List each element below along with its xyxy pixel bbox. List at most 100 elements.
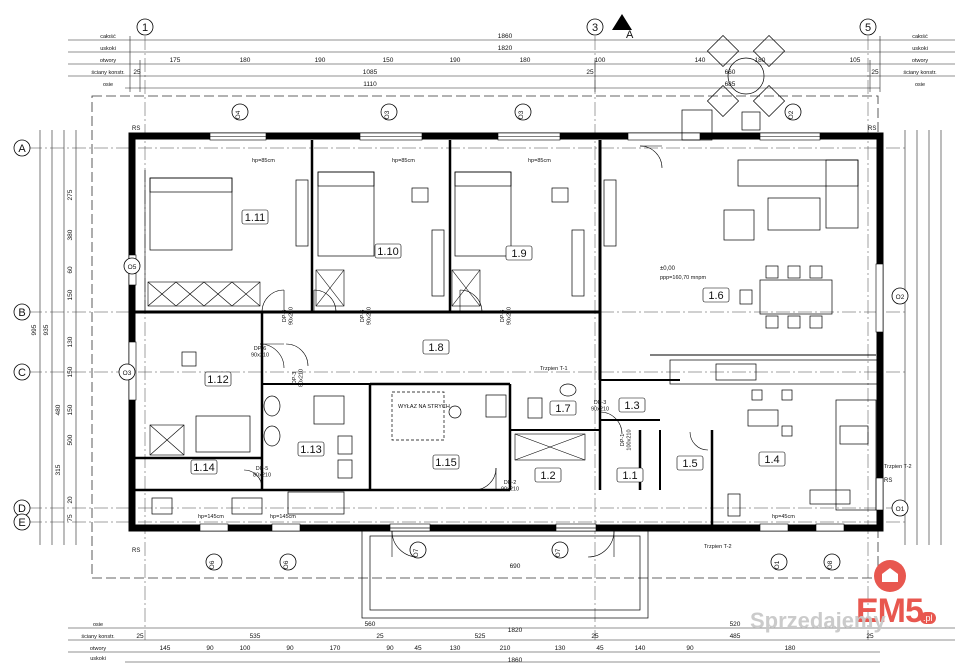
axis-bubble-circle xyxy=(551,541,569,559)
level-mark: ±0,00 xyxy=(660,266,676,272)
axis-bubble-circle xyxy=(514,103,532,121)
dimension-text: 45 xyxy=(414,645,422,652)
axis-letter: B xyxy=(18,307,25,319)
dimension-text: 140 xyxy=(635,645,646,652)
dimension-text: 480 xyxy=(55,404,62,415)
room-number: 1.10 xyxy=(377,246,398,258)
room-number: 1.11 xyxy=(245,212,266,224)
room-label-box xyxy=(549,400,577,416)
axis-letter: C xyxy=(18,367,26,379)
door-mark: DP-690x210 xyxy=(360,307,373,325)
dimension-text: 150 xyxy=(383,57,394,64)
axis-bubble-circle xyxy=(770,553,788,571)
margin-label: otwory xyxy=(90,646,106,652)
margin-label: ściany konstr. xyxy=(81,634,115,640)
dimension-text: 105 xyxy=(850,57,861,64)
dimension-text: 315 xyxy=(55,464,62,475)
dimension-text: 995 xyxy=(31,324,38,335)
rs-mark: RS xyxy=(132,548,140,554)
margin-label: ściany konstr. xyxy=(91,70,125,76)
room-number: 1.1 xyxy=(622,470,637,482)
dimension-text: 1085 xyxy=(363,69,378,76)
margin-label: osie xyxy=(915,82,925,88)
window-mark: O4 xyxy=(235,110,242,119)
margin-label: otwory xyxy=(100,58,116,64)
dimension-text: 380 xyxy=(67,229,74,240)
axis-letter: E xyxy=(18,517,25,529)
dimension-text: 190 xyxy=(315,57,326,64)
room-label-box xyxy=(204,371,232,387)
axis-bubble-circle xyxy=(123,257,141,275)
window-mark: O7 xyxy=(413,548,420,557)
axis-bubble-circle xyxy=(823,553,841,571)
interior-walls xyxy=(132,140,876,528)
dimension-text: 140 xyxy=(695,57,706,64)
dimension-text: 500 xyxy=(67,434,74,445)
axis-bubble-circle xyxy=(205,553,223,571)
rs-mark: RS xyxy=(132,126,140,132)
room-label-box xyxy=(422,339,450,355)
door-mark: DP-690x210 xyxy=(282,307,295,325)
furniture xyxy=(149,159,879,517)
margin-label: uskoki xyxy=(912,46,928,52)
axis-bubble-circle xyxy=(859,18,877,36)
window-mark: O1 xyxy=(896,506,905,513)
dimension-text: 935 xyxy=(43,324,50,335)
dimension-text: 170 xyxy=(330,645,341,652)
window-mark: O7 xyxy=(555,548,562,557)
dimension-text: 60 xyxy=(67,266,74,274)
margin-label: uskoki xyxy=(100,46,116,52)
sill-height-note: hp=145cm xyxy=(270,514,296,520)
room-label-box xyxy=(374,243,402,259)
axis-bubble-circle xyxy=(380,103,398,121)
dimension-text: 525 xyxy=(475,633,486,640)
dimension-text: 275 xyxy=(67,189,74,200)
dimension-text: 485 xyxy=(730,633,741,640)
dimension-text: 75 xyxy=(67,514,74,522)
window-mark: O3 xyxy=(123,370,132,377)
dimension-text: 535 xyxy=(250,633,261,640)
annotations: ±0,00 ppp=160,70 mnpm hp=85cm hp=85cm hp… xyxy=(132,126,912,554)
room-number: 1.9 xyxy=(511,248,526,260)
window-mark: O1 xyxy=(774,560,781,569)
margin-label: całość xyxy=(912,34,928,40)
dimension-text: 25 xyxy=(376,633,384,640)
window-openings xyxy=(128,132,884,532)
axis-bubble-circle xyxy=(13,513,31,531)
window-mark: O2 xyxy=(896,294,905,301)
stairs-label: Trzpien T-1 xyxy=(540,366,568,372)
dimension-text: 180 xyxy=(520,57,531,64)
level-note: ppp=160,70 mnpm xyxy=(660,275,706,281)
room-number: 1.7 xyxy=(555,403,570,415)
axis-letter: D xyxy=(18,503,26,515)
dimension-text: 20 xyxy=(67,496,74,504)
section-mark: A xyxy=(626,29,634,41)
window-mark: O6 xyxy=(209,560,216,569)
dimension-text: 25 xyxy=(871,69,879,76)
sill-height-note: hp=85cm xyxy=(252,158,275,164)
axis-bubble-circle xyxy=(231,103,249,121)
sprzedajemy-watermark: Sprzedajemy xyxy=(750,608,886,633)
dimension-text: 1860 xyxy=(508,657,523,664)
dimension-text: 1860 xyxy=(498,33,513,40)
dimension-text: 150 xyxy=(67,366,74,377)
margin-label: otwory xyxy=(912,58,928,64)
dimension-text: 1820 xyxy=(508,627,523,634)
door-swings xyxy=(243,145,709,558)
dimension-text: 25 xyxy=(133,69,141,76)
window-mark: O6 xyxy=(283,560,290,569)
margin-label: uskoki xyxy=(90,656,106,662)
window-mark: O5 xyxy=(128,264,137,271)
axis-bubble-circle xyxy=(136,18,154,36)
room-label-box xyxy=(241,209,269,225)
axis-letter: A xyxy=(18,143,26,155)
room-number: 1.5 xyxy=(682,458,697,470)
axis-number: 5 xyxy=(865,22,871,34)
dimension-text: 25 xyxy=(866,633,874,640)
